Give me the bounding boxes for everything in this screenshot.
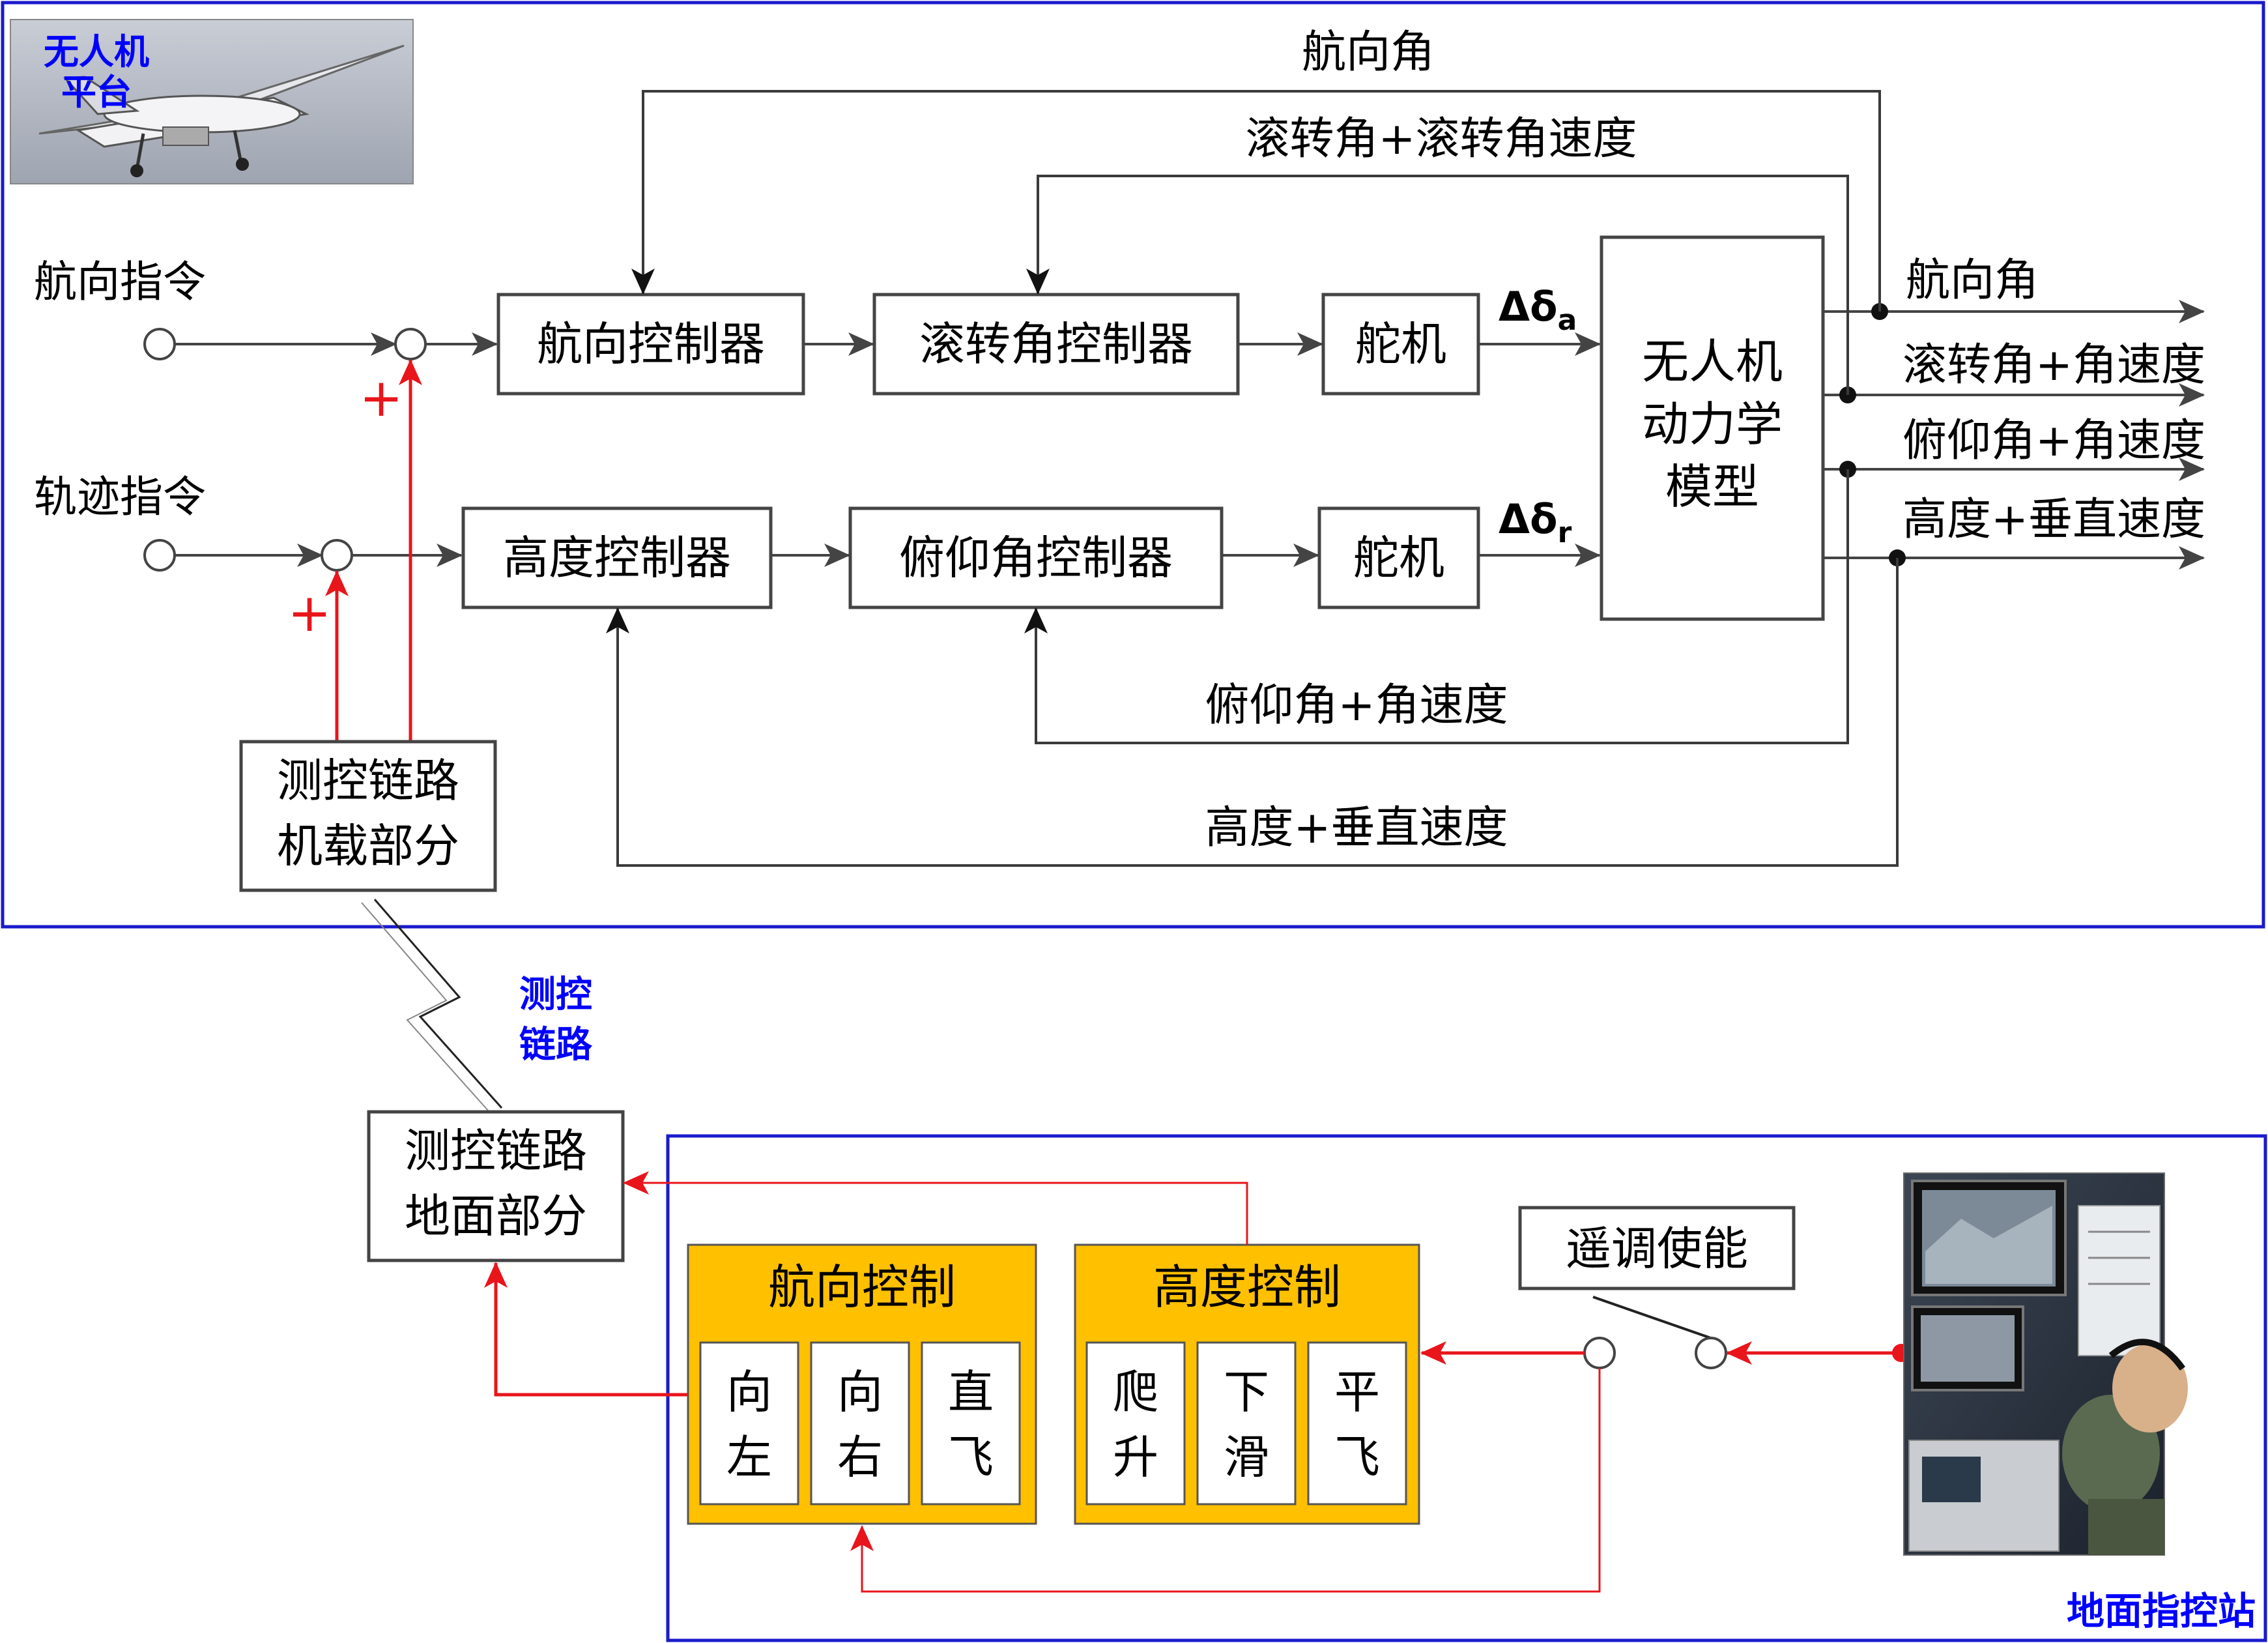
link-airborne-block <box>239 740 497 892</box>
link-ground-label: 测控链路 <box>405 1124 587 1178</box>
pitch-controller-block <box>848 506 1224 609</box>
turn-left-label: 向 <box>726 1365 772 1419</box>
altitude-control-title: 高度控制 <box>1153 1260 1341 1315</box>
remote-enable-block <box>1518 1206 1796 1290</box>
pitch-feedback-path <box>1024 469 1849 744</box>
output-pitch-label: 俯仰角+角速度 <box>1902 415 2205 467</box>
rudder-deflection-label: Δδr <box>1499 495 1572 549</box>
rudder-servo-label: 舵机 <box>1353 531 1444 585</box>
roll-controller-block <box>872 293 1240 396</box>
straight-flight-label: 直 <box>948 1365 994 1419</box>
altitude-controller-label: 高度控制器 <box>503 531 731 585</box>
level-flight-label: 飞 <box>1334 1431 1380 1484</box>
link-ground-block <box>367 1110 625 1262</box>
uav-dynamics-label: 动力学 <box>1642 397 1783 452</box>
switch-left-contact <box>1583 1337 1616 1369</box>
climb-label: 爬 <box>1113 1365 1158 1419</box>
turn-right-label: 右 <box>837 1431 883 1484</box>
climb-label: 升 <box>1113 1431 1158 1484</box>
plus-sign-track: + <box>287 583 331 643</box>
heading-input-terminal <box>143 328 176 360</box>
remote-enable-label: 遥调使能 <box>1566 1222 1748 1275</box>
uav-platform-title: 无人机 <box>44 31 149 72</box>
heading-panel-to-ground-link-line <box>484 1262 688 1397</box>
track-input-terminal <box>143 539 176 572</box>
climb-button[interactable] <box>1085 1341 1186 1505</box>
heading-summing-junction <box>394 328 427 360</box>
feedback-heading-label: 航向角 <box>1302 27 1435 78</box>
link-label: 测控 <box>519 974 592 1016</box>
uav-platform-title: 平台 <box>61 72 132 113</box>
aileron-servo-label: 舵机 <box>1355 317 1446 371</box>
link-label: 链路 <box>519 1024 593 1066</box>
link-ground-label: 地面部分 <box>405 1189 587 1243</box>
ground-segment-frame <box>666 1134 2267 1642</box>
turn-left-label: 左 <box>726 1431 772 1484</box>
air-segment-frame <box>1 1 2265 929</box>
ground-station-photo <box>1903 1172 2188 1556</box>
turn-right-label: 向 <box>837 1365 883 1419</box>
aileron-deflection-label: Δδa <box>1499 283 1577 337</box>
heading-command-label: 航向指令 <box>34 257 206 307</box>
straight-flight-label: 飞 <box>948 1431 994 1484</box>
link-airborne-label: 测控链路 <box>277 754 459 807</box>
level-flight-label: 平 <box>1334 1365 1380 1419</box>
level-flight-button[interactable] <box>1307 1341 1407 1505</box>
output-roll-label: 滚转角+角速度 <box>1902 340 2205 391</box>
pitch-controller-label: 俯仰角控制器 <box>899 531 1173 585</box>
switch-to-heading-panel-line <box>850 1368 1601 1593</box>
roll-feedback-path <box>1026 175 1849 395</box>
straight-flight-button[interactable] <box>921 1341 1021 1505</box>
plus-sign-heading: + <box>359 368 403 428</box>
uav-dynamics-label: 无人机 <box>1642 334 1783 389</box>
uav-photo <box>10 19 414 184</box>
heading-controller-block <box>496 293 805 396</box>
rudder-servo-block <box>1317 506 1480 609</box>
descend-label: 滑 <box>1224 1431 1269 1484</box>
altitude-feedback-path <box>606 558 1899 867</box>
feedback-roll-label: 滚转角+滚转角速度 <box>1246 113 1637 165</box>
turn-left-button[interactable] <box>699 1341 799 1505</box>
roll-controller-label: 滚转角控制器 <box>919 317 1193 371</box>
track-command-label: 轨迹指令 <box>34 472 206 522</box>
uav-dynamics-label: 模型 <box>1665 459 1759 514</box>
switch-right-contact <box>1695 1337 1727 1369</box>
descend-button[interactable] <box>1196 1341 1297 1505</box>
heading-feedback-path <box>631 90 1881 312</box>
descend-label: 下 <box>1224 1365 1269 1419</box>
track-summing-junction <box>321 539 353 572</box>
altitude-panel-to-ground-link-line <box>623 1171 1248 1245</box>
radio-link-zigzag <box>373 899 503 1109</box>
heading-controller-label: 航向控制器 <box>537 317 765 371</box>
output-heading-label: 航向角 <box>1906 255 2039 306</box>
turn-right-button[interactable] <box>810 1341 910 1505</box>
feedback-pitch-label: 俯仰角+角速度 <box>1205 680 1508 731</box>
output-altitude-label: 高度+垂直速度 <box>1902 494 2205 545</box>
remote-enable-switch-arm[interactable] <box>1592 1296 1721 1343</box>
link-airborne-label: 机载部分 <box>277 819 459 873</box>
aileron-servo-block <box>1321 293 1480 396</box>
feedback-altitude-label: 高度+垂直速度 <box>1205 802 1508 854</box>
ground-station-title: 地面指控站 <box>2067 1589 2256 1633</box>
uav-dynamics-block <box>1600 235 1825 621</box>
radio-link-zigzag <box>361 902 489 1112</box>
altitude-controller-block <box>461 506 773 609</box>
heading-control-title: 航向控制 <box>768 1260 956 1315</box>
